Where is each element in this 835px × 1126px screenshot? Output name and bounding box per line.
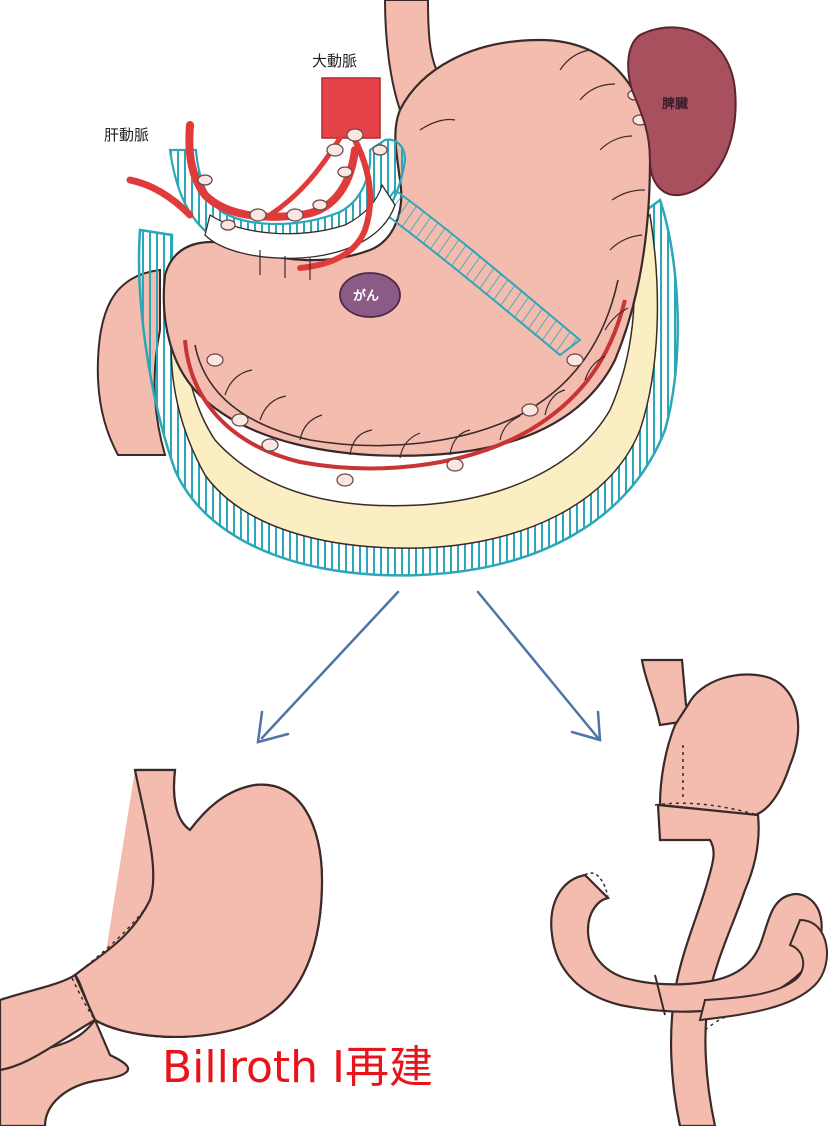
aorta	[322, 78, 380, 138]
reconstruction-caption: Billroth I再建	[162, 1042, 433, 1093]
arrow-left-shaft	[262, 592, 398, 738]
cancer-label: がん	[353, 288, 379, 304]
hepatic-artery	[189, 125, 355, 217]
arrows	[258, 592, 600, 742]
spleen-label: 脾臓	[662, 96, 688, 112]
hepatic-artery-label: 肝動脈	[104, 126, 149, 144]
aorta-label: 大動脈	[312, 52, 357, 70]
roux-jejunal-limb	[658, 805, 759, 1126]
billroth-i-body-fill	[75, 770, 322, 1037]
arrow-right-shaft	[478, 592, 598, 738]
top-stomach-diagram: 大動脈 肝動脈 脾臓 がん	[98, 0, 736, 575]
